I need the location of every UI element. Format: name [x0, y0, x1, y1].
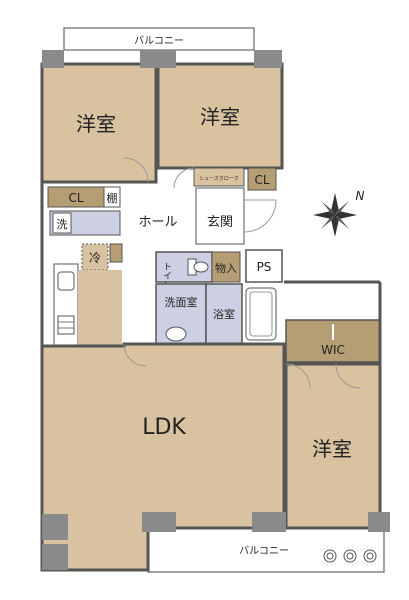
ldk-label: LDK [142, 415, 186, 440]
storage-room [211, 251, 241, 283]
pipe-space [245, 249, 283, 283]
bathroom-label: 浴室 [213, 307, 235, 321]
western-room-right-label: 洋室 [312, 437, 352, 461]
bathroom [205, 283, 243, 345]
stove-icon [57, 315, 75, 335]
pipe-space-label: PS [257, 260, 272, 274]
closet-right-label: CL [254, 173, 269, 187]
front-door-swing [243, 199, 277, 233]
balcony-bottom-label: バルコニー [239, 545, 289, 557]
shelf [103, 186, 121, 208]
shelf-label: 棚 [107, 191, 118, 205]
washbasin-icon [165, 326, 187, 342]
refrigerator-label: 冷 [89, 251, 101, 265]
hall-storage [109, 243, 123, 263]
balcony-top-label: バルコニー [134, 35, 184, 47]
laundry-label: 洗 [57, 218, 68, 231]
western-room-top-right [156, 62, 284, 170]
compass-north-label: N [356, 189, 365, 203]
entrance-area [195, 187, 245, 245]
western-room-top-left-label: 洋室 [76, 112, 116, 136]
door-swings [123, 157, 361, 389]
toilet-label: トイレ [161, 262, 172, 289]
bathtub-inner [249, 291, 273, 337]
entrance-label: 玄関 [207, 215, 233, 230]
western-room-right [284, 362, 382, 530]
shoe-closet-label: シューズクローク [199, 175, 239, 182]
kitchen-floor [78, 270, 122, 346]
balcony-bottom-area [147, 527, 385, 573]
compass-icon [313, 193, 357, 237]
storage-label: 物入 [215, 261, 237, 275]
bathtub-icon [245, 287, 277, 341]
structural-pillars [42, 50, 390, 570]
wic-label: WIC [321, 343, 345, 357]
sink-icon [57, 271, 75, 291]
washing-machine-icon [52, 212, 72, 234]
western-room-top-right-label: 洋室 [200, 105, 240, 129]
walls [40, 180, 382, 512]
shoe-closet [193, 167, 245, 187]
toilet-icon [187, 258, 209, 276]
washroom-label: 洗面室 [165, 295, 198, 309]
closet-left-label: CL [68, 191, 83, 205]
hall-label: ホール [138, 215, 177, 230]
outdoor-unit-icons [323, 549, 377, 563]
closet-right [247, 167, 277, 191]
